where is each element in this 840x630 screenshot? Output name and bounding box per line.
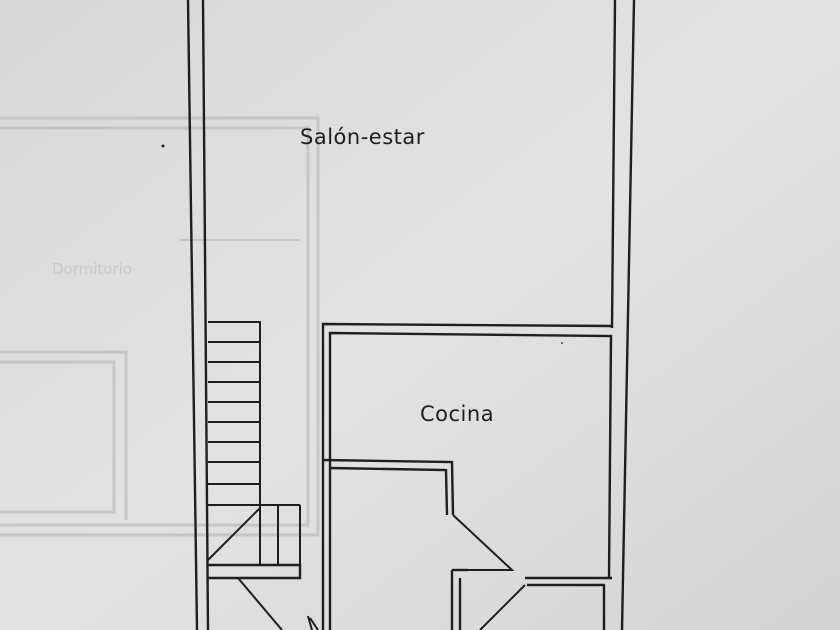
- hall-door-swing-2: [309, 617, 319, 630]
- left-wall-outer: [186, 0, 199, 630]
- lower-door-swing: [479, 584, 526, 630]
- kitchen-partition-inner: [328, 331, 613, 630]
- ghost-plan: [0, 116, 320, 537]
- right-wall-inner: [610, 0, 617, 329]
- walls: [186, 0, 636, 630]
- kitchen-door-swing: [452, 514, 515, 571]
- room-label-salon-estar: Salón-estar: [300, 125, 425, 149]
- speck: [161, 144, 165, 148]
- ghost-label-dormitorio: Dormitorio: [52, 260, 132, 278]
- right-wall-outer: [620, 0, 636, 630]
- kitchen-partition-outer: [321, 322, 614, 630]
- left-wall-inner: [201, 0, 210, 630]
- doors: [237, 514, 526, 630]
- lower-stair-wall: [208, 563, 302, 580]
- speck: [561, 342, 563, 344]
- room-label-cocina: Cocina: [420, 402, 494, 426]
- lower-right-partition-inner: [527, 583, 606, 630]
- kitchen-counter-wall: [322, 458, 455, 516]
- kitchen-counter-wall-inner: [329, 466, 449, 516]
- hall-door-swing: [237, 577, 283, 630]
- staircase: [207, 321, 301, 565]
